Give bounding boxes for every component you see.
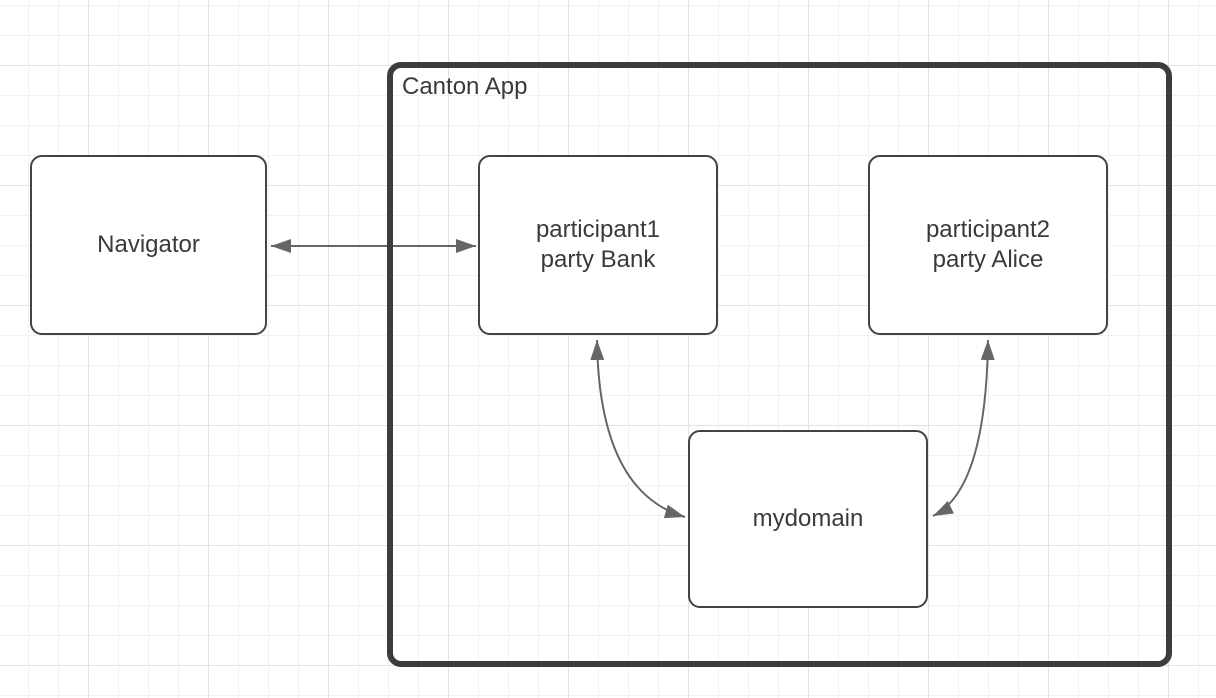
node-mydomain-label: mydomain (752, 505, 864, 532)
node-participant2-label-line1: participant2 (925, 216, 1051, 243)
node-participant2: participant2 party Alice (868, 155, 1108, 335)
node-participant1-label-line2: party Bank (540, 246, 656, 273)
node-navigator: Navigator (30, 155, 267, 335)
canton-app-label: Canton App (402, 73, 528, 100)
node-participant1: participant1 party Bank (478, 155, 718, 335)
node-mydomain: mydomain (688, 430, 928, 608)
node-participant1-label-line1: participant1 (535, 216, 661, 243)
canton-app-container: Canton App (387, 62, 1172, 667)
node-navigator-label: Navigator (97, 231, 200, 258)
node-participant2-label-line2: party Alice (932, 246, 1044, 273)
